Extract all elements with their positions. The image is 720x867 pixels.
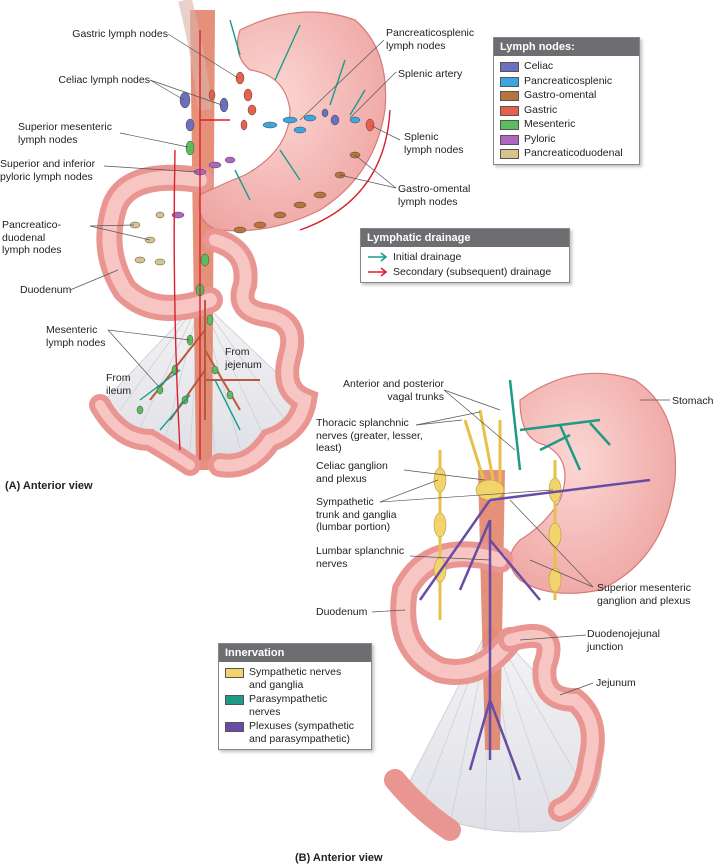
label-gastric-lymph-nodes: Gastric lymph nodes [72, 28, 168, 40]
label-superior-mesenteric-nodes: Superior mesenteric lymph nodes [18, 121, 112, 146]
legend-drainage-title: Lymphatic drainage [361, 229, 569, 247]
legend-label: Pancreaticosplenic [524, 74, 613, 87]
legend-label: Plexuses (sympathetic and parasympatheti… [249, 720, 355, 745]
legend-label: Sympathetic nerves and ganglia [249, 666, 342, 691]
legend-label: Pyloric [524, 132, 556, 145]
label-celiac-lymph-nodes: Celiac lymph nodes [58, 74, 150, 86]
legend-item-gastro-omental: Gastro-omental [494, 88, 639, 103]
legend-label: Pancreaticoduodenal [524, 147, 623, 159]
label-vagal-trunks: Anterior and posterior vagal trunks [343, 378, 444, 403]
legend-item-parasympathetic: Parasympathetic nerves [219, 692, 371, 719]
legend-innervation-title: Innervation [219, 644, 371, 662]
lymph-nodes-a [129, 71, 375, 415]
swatch-gastric [500, 105, 519, 116]
leader-lines [69, 33, 670, 696]
teal-arrow-icon [368, 252, 388, 262]
nerves-b [418, 379, 651, 781]
legend-lymphatic-drainage: Lymphatic drainage Initial drainage Seco… [360, 228, 570, 283]
label-jejunum: Jejunum [596, 677, 636, 689]
label-pyloric-nodes: Superior and inferior pyloric lymph node… [0, 158, 96, 183]
legend-item-gastric: Gastric [494, 103, 639, 118]
swatch-pancreaticosplenic [500, 76, 519, 87]
label-superior-mesenteric-ganglion: Superior mesenteric ganglion and plexus [597, 582, 691, 607]
legend-item-pyloric: Pyloric [494, 132, 639, 147]
swatch-mesenteric [500, 120, 519, 130]
label-duodenum-b: Duodenum [316, 606, 368, 618]
swatch-pyloric [500, 134, 519, 145]
legend-item-plexuses: Plexuses (sympathetic and parasympatheti… [219, 719, 371, 746]
legend-item-initial-drainage: Initial drainage [361, 250, 569, 265]
swatch-plexuses [225, 722, 244, 732]
swatch-gastro-omental [500, 91, 519, 101]
legend-label: Secondary (subsequent) drainage [393, 265, 552, 278]
label-lumbar-splanchnic: Lumbar splanchnic nerves [316, 545, 405, 570]
legend-label: Parasympathetic nerves [249, 693, 328, 718]
label-duodenum-a: Duodenum [20, 284, 72, 296]
red-arrow-icon [368, 266, 388, 277]
swatch-pancreaticoduodenal [500, 149, 519, 159]
swatch-parasympathetic [225, 695, 244, 705]
legend-lymph-nodes: Lymph nodes: Celiac Pancreaticosplenic G… [493, 37, 640, 165]
label-celiac-ganglion: Celiac ganglion and plexus [316, 460, 388, 485]
label-sympathetic-trunk: Sympathetic trunk and ganglia (lumbar po… [316, 496, 397, 533]
label-pancreaticosplenic-nodes: Pancreaticosplenic lymph nodes [386, 27, 475, 52]
caption-panel-b: (B) Anterior view [295, 852, 383, 864]
legend-innervation: Innervation Sympathetic nerves and gangl… [218, 643, 372, 750]
legend-item-mesenteric: Mesenteric [494, 117, 639, 132]
label-pancreaticoduodenal-nodes: Pancreatico- duodenal lymph nodes [2, 219, 62, 256]
legend-label: Celiac [524, 60, 554, 72]
legend-label: Initial drainage [393, 251, 462, 263]
swatch-celiac [500, 62, 519, 72]
legend-label: Gastric [524, 103, 558, 116]
legend-item-sympathetic: Sympathetic nerves and ganglia [219, 665, 371, 692]
label-duodenojejunal-junction: Duodenojejunal junction [587, 628, 660, 653]
legend-item-celiac: Celiac [494, 59, 639, 74]
label-splenic-artery: Splenic artery [398, 68, 463, 80]
drainage-arrows-a [139, 19, 391, 460]
label-gastro-omental-nodes: Gastro-omental lymph nodes [398, 183, 471, 208]
legend-lymph-title: Lymph nodes: [494, 38, 639, 56]
label-stomach: Stomach [672, 395, 714, 407]
label-mesenteric-nodes: Mesenteric lymph nodes [46, 324, 106, 349]
legend-item-pancreaticoduodenal: Pancreaticoduodenal [494, 146, 639, 161]
label-thoracic-splanchnic: Thoracic splanchnic nerves (greater, les… [316, 417, 423, 454]
swatch-sympathetic [225, 668, 244, 678]
label-from-jejunum: From jejenum [225, 346, 262, 371]
legend-item-pancreaticosplenic: Pancreaticosplenic [494, 74, 639, 89]
aorta-b [478, 470, 505, 750]
stomach-b [509, 372, 677, 594]
legend-item-secondary-drainage: Secondary (subsequent) drainage [361, 265, 569, 280]
legend-label: Mesenteric [524, 118, 576, 130]
legend-label: Gastro-omental [524, 89, 597, 101]
label-from-ileum: From ileum [106, 372, 132, 397]
caption-panel-a: (A) Anterior view [5, 480, 93, 492]
label-splenic-nodes: Splenic lymph nodes [404, 131, 464, 156]
